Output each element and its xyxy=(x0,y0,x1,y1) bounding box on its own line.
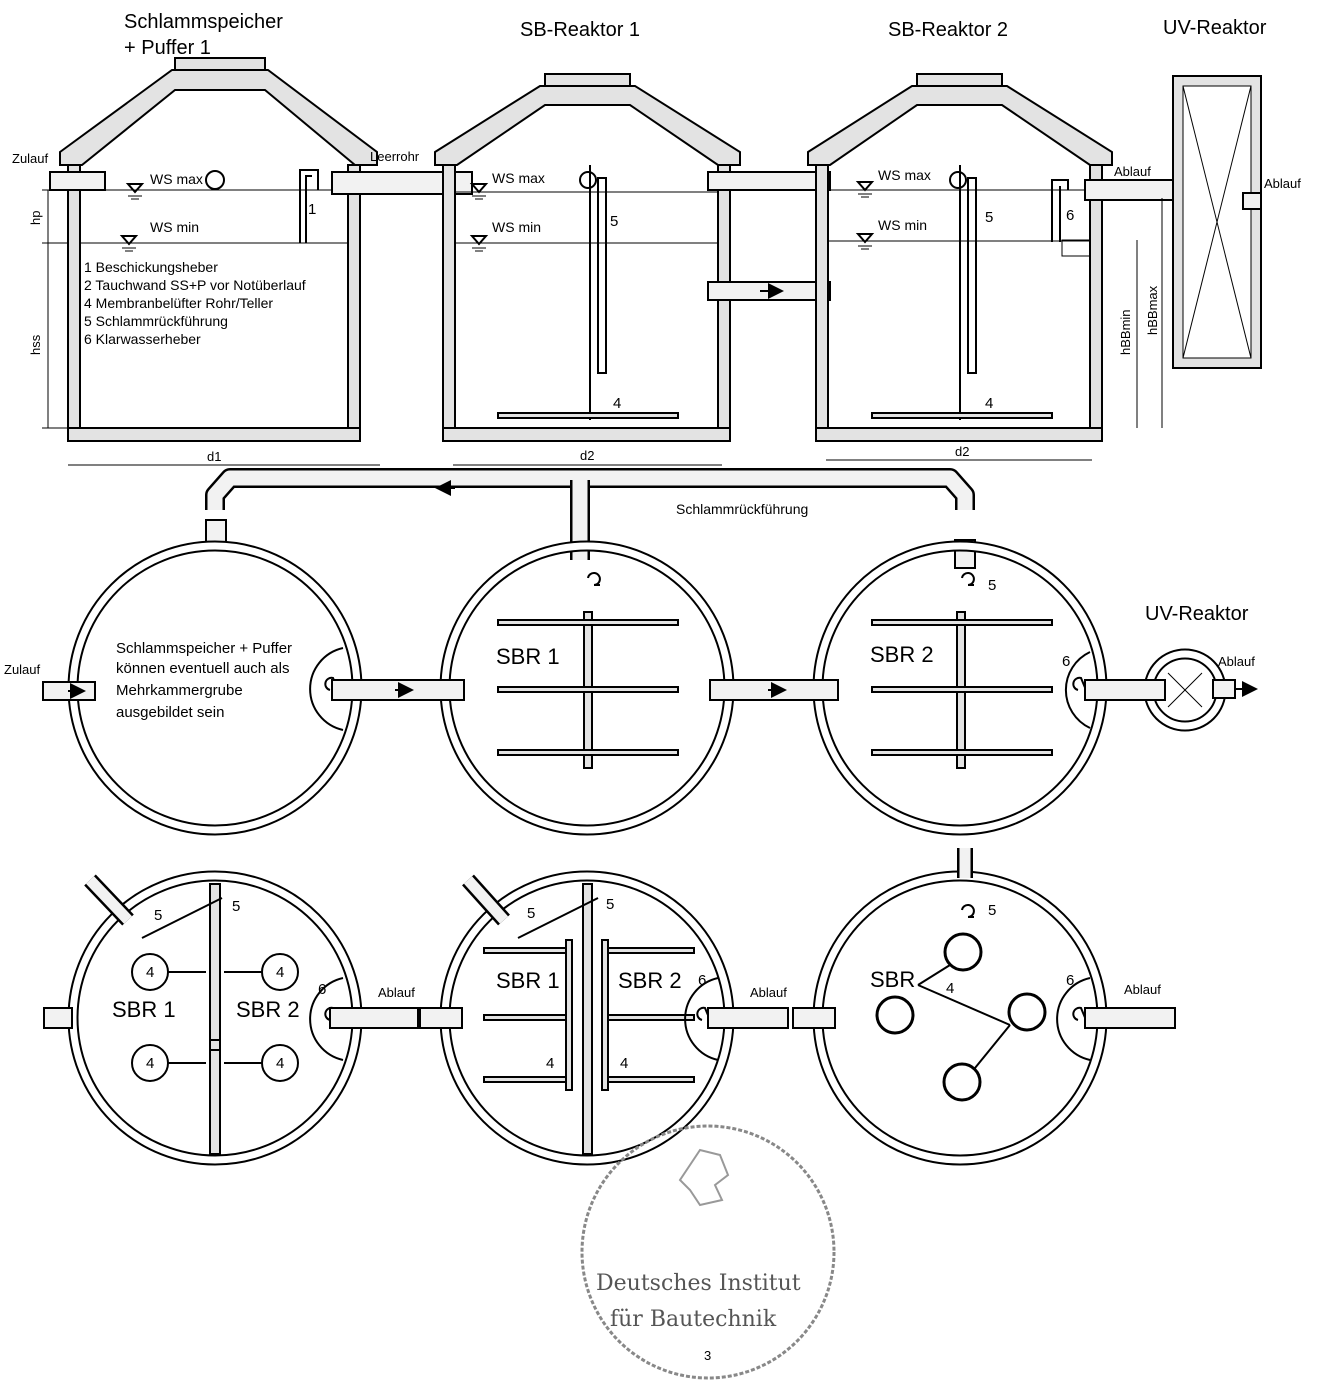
sludge-return-pipe xyxy=(205,468,976,569)
label-v2-n5-b: 5 xyxy=(606,896,614,913)
variant-2-outlet-pipe xyxy=(707,1007,789,1029)
label-sbr1-plan: SBR 1 xyxy=(496,644,560,669)
label-ws-max-3: WS max xyxy=(878,167,931,183)
label-v3-sbr: SBR xyxy=(870,967,915,992)
label-num-4-sbr1: 4 xyxy=(613,395,621,412)
section-tank-sb-reaktor-1 xyxy=(434,73,741,442)
label-v1-n4-b: 4 xyxy=(276,964,284,981)
label-v1-ablauf: Ablauf xyxy=(378,985,415,1000)
zulauf-pipe-section xyxy=(49,171,106,191)
label-num-5-sbr2: 5 xyxy=(985,209,993,226)
label-hbbmax: hBBmax xyxy=(1145,285,1160,335)
label-v2-ablauf: Ablauf xyxy=(750,985,787,1000)
section-tank-sb-reaktor-2 xyxy=(807,73,1113,442)
label-zulauf-section: Zulauf xyxy=(12,151,49,166)
heading-uv-reaktor: UV-Reaktor xyxy=(1163,17,1267,39)
label-v2-sbr1: SBR 1 xyxy=(496,968,560,993)
label-v1-n4-d: 4 xyxy=(276,1055,284,1072)
label-v2-n5-a: 5 xyxy=(527,905,535,922)
label-v1-sbr1: SBR 1 xyxy=(112,997,176,1022)
label-hbbmin: hBBmin xyxy=(1118,309,1133,355)
section-uv-reaktor xyxy=(1172,75,1262,369)
label-num-5-sbr1: 5 xyxy=(610,213,618,230)
label-v1-n4-c: 4 xyxy=(146,1055,154,1072)
legend-item-5: 5 Schlammrückführung xyxy=(84,313,228,329)
note-line-4: ausgebildet sein xyxy=(116,704,224,721)
label-num-6-plan: 6 xyxy=(1062,653,1070,670)
label-sbr2-plan: SBR 2 xyxy=(870,642,934,667)
label-uv-reaktor-plan: UV-Reaktor xyxy=(1145,603,1249,625)
label-schlammrueckfuehrung: Schlammrückführung xyxy=(676,501,808,517)
label-ws-min-3: WS min xyxy=(878,217,927,233)
stamp-line-1: Deutsches Institut xyxy=(596,1271,801,1296)
stamp-line-2: für Bautechnik xyxy=(610,1307,777,1332)
water-level-symbols xyxy=(119,181,875,252)
label-num-5-plan: 5 xyxy=(988,577,996,594)
label-v2-n4-b: 4 xyxy=(620,1055,628,1072)
label-v2-sbr2: SBR 2 xyxy=(618,968,682,993)
variant-1-outlet-pipe xyxy=(329,1007,419,1029)
label-ws-max-2: WS max xyxy=(492,170,545,186)
label-ws-min-2: WS min xyxy=(492,219,541,235)
dimension-lines xyxy=(42,189,1163,466)
label-v3-n6: 6 xyxy=(1066,972,1074,989)
variant-2-tank xyxy=(439,870,735,1166)
label-ablauf-plan: Ablauf xyxy=(1218,654,1255,669)
label-v2-n6: 6 xyxy=(698,972,706,989)
note-line-1: Schlammspeicher + Puffer xyxy=(116,640,292,657)
label-v3-ablauf: Ablauf xyxy=(1124,982,1161,997)
ablauf-pipe-plan xyxy=(1084,679,1166,701)
variant-3-inlet-pipe xyxy=(792,1007,836,1029)
label-zulauf-plan: Zulauf xyxy=(4,662,41,677)
variant-3-outlet-pipe xyxy=(1084,1007,1176,1029)
label-d2-b: d2 xyxy=(955,444,969,459)
label-num-4-sbr2: 4 xyxy=(985,395,993,412)
label-leerrohr: Leerrohr xyxy=(370,149,420,164)
heading-sb-reaktor-2: SB-Reaktor 2 xyxy=(888,19,1008,41)
label-ws-max-1: WS max xyxy=(150,171,203,187)
label-v1-n5-b: 5 xyxy=(232,898,240,915)
label-hss: hss xyxy=(28,334,43,355)
variant-2-inlet-pipe xyxy=(419,1007,463,1029)
institute-stamp: Deutsches Institut für Bautechnik 3 xyxy=(580,1124,836,1380)
label-v1-sbr2: SBR 2 xyxy=(236,997,300,1022)
label-d1: d1 xyxy=(207,449,221,464)
label-v2-n4-a: 4 xyxy=(546,1055,554,1072)
label-v1-n5-a: 5 xyxy=(154,907,162,924)
variant-3-tank xyxy=(812,848,1108,1166)
legend-item-6: 6 Klarwasserheber xyxy=(84,331,201,347)
legend: 1 Beschickungsheber 2 Tauchwand SS+P vor… xyxy=(84,259,306,347)
legend-item-2: 2 Tauchwand SS+P vor Notüberlauf xyxy=(84,277,306,293)
variant-1-inlet-pipe xyxy=(43,1007,73,1029)
legend-item-1: 1 Beschickungsheber xyxy=(84,259,218,275)
label-num-1: 1 xyxy=(308,201,316,218)
label-ws-min-1: WS min xyxy=(150,219,199,235)
label-v1-n6: 6 xyxy=(318,981,326,998)
connection-pipe-top xyxy=(707,171,831,191)
eagle-emblem-icon xyxy=(678,1148,730,1207)
label-v3-n4: 4 xyxy=(946,980,954,997)
note-line-3: Mehrkammergrube xyxy=(116,682,243,699)
legend-item-4: 4 Membranbelüfter Rohr/Teller xyxy=(84,295,273,311)
label-ablauf-section: Ablauf xyxy=(1114,164,1151,179)
note-line-2: können eventuell auch als xyxy=(116,660,289,677)
heading-sb-reaktor-1: SB-Reaktor 1 xyxy=(520,19,640,41)
label-v1-n4-a: 4 xyxy=(146,964,154,981)
heading-puffer-1: + Puffer 1 xyxy=(124,37,211,59)
label-d2-a: d2 xyxy=(580,448,594,463)
plan-tank-sbr-1 xyxy=(439,540,735,836)
page-number: 3 xyxy=(704,1348,711,1363)
plan-tank-sbr-2 xyxy=(812,540,1108,836)
heading-schlammspeicher: Schlammspeicher xyxy=(124,11,283,33)
section-tank-schlammspeicher xyxy=(59,57,378,442)
label-num-6-section: 6 xyxy=(1066,207,1074,224)
label-hp: hp xyxy=(28,211,43,225)
label-v3-n5: 5 xyxy=(988,902,996,919)
label-ablauf-uv-section: Ablauf xyxy=(1264,176,1301,191)
